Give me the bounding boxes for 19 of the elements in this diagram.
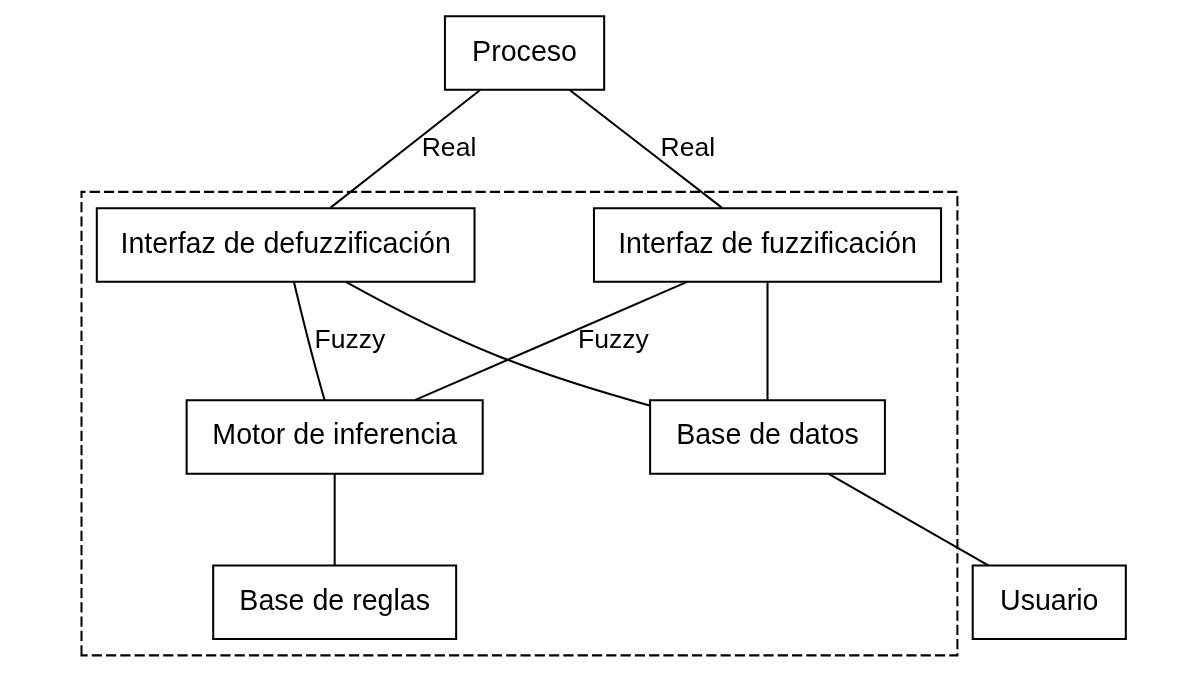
edge-label: Real <box>421 131 476 162</box>
connector <box>827 473 989 567</box>
connector <box>292 281 326 401</box>
node-box: Base de reglas <box>211 564 457 641</box>
connector <box>344 281 650 407</box>
edge-label: Fuzzy <box>314 323 385 354</box>
connector <box>329 89 481 209</box>
edge-label: Fuzzy <box>577 323 649 354</box>
node-box: Motor de inferencia <box>185 399 484 475</box>
connector <box>414 280 687 401</box>
node-box: Usuario <box>971 564 1127 641</box>
connector <box>766 282 769 400</box>
node-box: Base de datos <box>648 399 886 475</box>
node-box: Interfaz de fuzzificación <box>592 207 942 283</box>
edge-label: Real <box>660 131 715 162</box>
connector <box>333 473 336 566</box>
node-box: Interfaz de defuzzificación <box>95 207 476 283</box>
cluster <box>80 190 958 657</box>
node-box: Proceso <box>443 15 605 91</box>
